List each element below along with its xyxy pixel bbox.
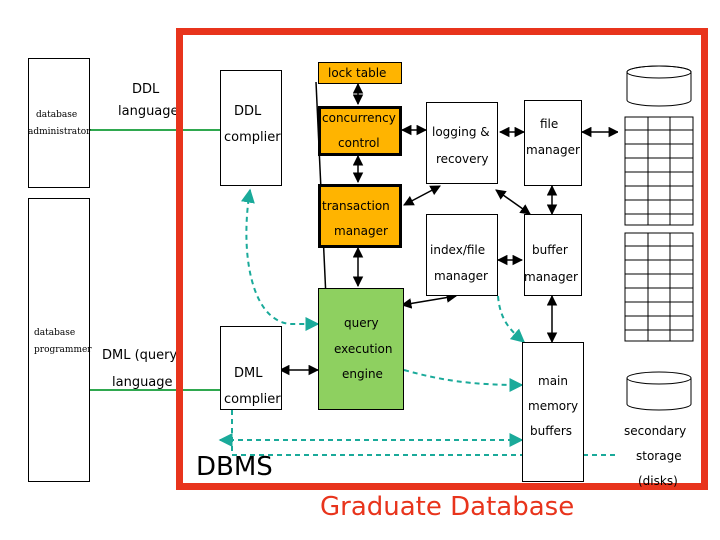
ddl-compiler-label-2: complier	[224, 130, 281, 145]
logging-label-1: logging &	[432, 125, 490, 139]
file-manager-label-2: manager	[526, 143, 580, 157]
logging-recovery-box	[426, 102, 498, 184]
ddl-input-label-2: language	[118, 104, 179, 119]
ddl-input-label-1: DDL	[132, 82, 160, 97]
programmer-label-1: database	[34, 328, 76, 338]
concurrency-control-box	[318, 106, 402, 156]
dml-compiler-label-2: complier	[224, 392, 281, 407]
storage-disk-top-icon	[626, 65, 692, 107]
buffer-manager-label-2: manager	[524, 270, 578, 284]
query-engine-label-1: query	[344, 316, 379, 330]
query-engine-label-2: execution	[334, 342, 393, 356]
footer-title: Graduate Database	[320, 492, 575, 522]
buffer-manager-label-1: buffer	[532, 243, 568, 257]
lock-table-label: lock table	[328, 66, 387, 80]
main-memory-label-3: buffers	[530, 424, 573, 438]
arrow-query-index	[400, 292, 458, 309]
dml-input-label-1: DML (query	[102, 348, 178, 363]
main-memory-box	[522, 342, 584, 482]
query-engine-label-3: engine	[342, 367, 383, 381]
storage-table-upper-icon	[624, 116, 694, 226]
arrow-transaction-logging	[403, 185, 441, 206]
lock-table-box	[318, 62, 402, 84]
main-memory-label-2: memory	[528, 399, 579, 413]
query-execution-engine-box	[318, 288, 404, 410]
storage-table-lower-icon	[624, 232, 694, 342]
dashed-ddl-to-query	[241, 188, 320, 331]
ddl-compiler-label-1: DDL	[234, 104, 262, 119]
transaction-manager-box	[318, 184, 402, 248]
file-manager-box	[524, 100, 582, 186]
dml-compiler-box	[220, 326, 282, 410]
transaction-label-1: transaction	[322, 199, 390, 213]
admin-label-1: database	[36, 110, 78, 120]
main-memory-label-1: main	[538, 374, 568, 388]
dashed-index-to-memory	[497, 295, 526, 343]
index-file-label-1: index/file	[430, 243, 486, 257]
ddl-compiler-box	[220, 70, 282, 186]
storage-label-3: (disks)	[638, 474, 678, 488]
concurrency-label-1: concurrency	[322, 111, 396, 125]
dml-compiler-label-1: DML	[234, 366, 263, 381]
programmer-label-2: programmer	[34, 345, 92, 355]
dbms-frame	[176, 28, 708, 490]
programmer-panel	[28, 198, 90, 482]
arrow-transaction-file	[495, 189, 531, 215]
buffer-manager-box	[524, 214, 582, 296]
file-manager-label-1: file	[540, 117, 559, 131]
storage-disk-bottom-icon	[626, 371, 692, 411]
logging-label-2: recovery	[436, 152, 489, 166]
dashed-query-to-memory	[403, 369, 524, 392]
admin-panel	[28, 58, 90, 188]
index-file-label-2: manager	[434, 269, 488, 283]
index-file-manager-box	[426, 214, 498, 296]
admin-label-2: administrator	[28, 127, 91, 137]
storage-label-2: storage	[636, 449, 682, 463]
transaction-label-2: manager	[334, 224, 388, 238]
storage-label-1: secondary	[624, 424, 687, 438]
dbms-label: DBMS	[196, 452, 273, 482]
concurrency-label-2: control	[338, 136, 380, 150]
dml-input-label-2: language	[112, 375, 173, 390]
dashed-memory-to-storage	[231, 410, 651, 456]
